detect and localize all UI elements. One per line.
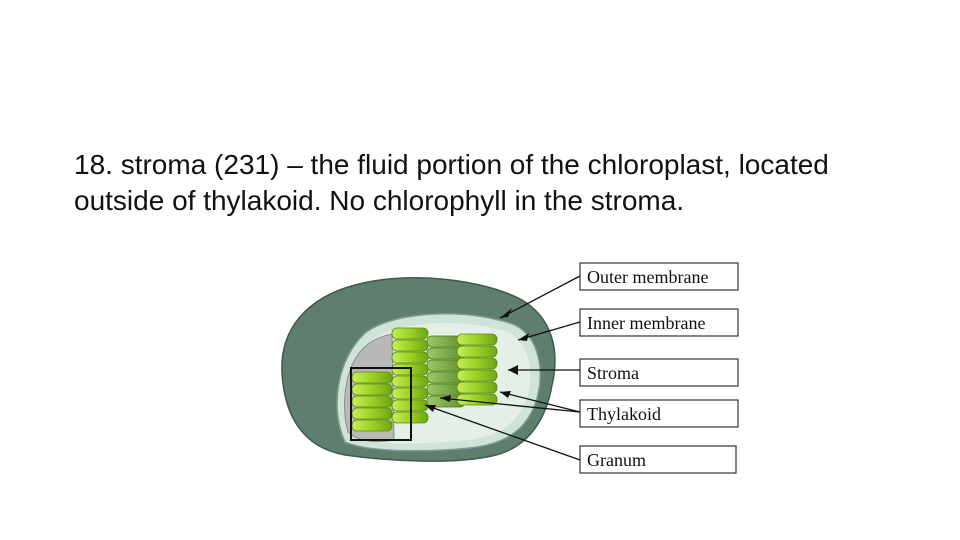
- arrowhead-outer-membrane: [500, 308, 512, 318]
- thylakoid-stack-back: [426, 335, 466, 408]
- arrowhead-thylakoid-a: [500, 391, 511, 398]
- leader-line-thylakoid-b: [439, 397, 581, 413]
- leader-line-thylakoid-a: [499, 391, 581, 413]
- definition-text: 18. stroma (231) – the fluid portion of …: [74, 149, 829, 216]
- label-outer-membrane: Outer membrane: [587, 267, 708, 287]
- leader-line-outer-membrane: [499, 275, 581, 319]
- label-inner-membrane: Inner membrane: [587, 313, 705, 333]
- leader-line-inner-membrane: [517, 321, 581, 341]
- label-box-inner-membrane: [579, 308, 739, 337]
- label-box-thylakoid: [579, 399, 739, 428]
- label-granum: Granum: [587, 450, 646, 470]
- granum-highlight-box: [350, 367, 412, 441]
- label-box-stroma: [579, 358, 739, 387]
- thylakoid-stack-left: [351, 371, 393, 432]
- label-stroma: Stroma: [587, 363, 639, 383]
- arrowhead-stroma: [508, 365, 518, 375]
- leader-line-granum: [424, 404, 581, 461]
- arrowhead-granum: [425, 405, 436, 412]
- arrowhead-inner-membrane: [518, 333, 529, 341]
- label-box-outer-membrane: [579, 262, 739, 291]
- label-box-granum: [579, 445, 737, 474]
- arrowhead-thylakoid-b: [440, 395, 451, 402]
- label-thylakoid: Thylakoid: [587, 404, 661, 424]
